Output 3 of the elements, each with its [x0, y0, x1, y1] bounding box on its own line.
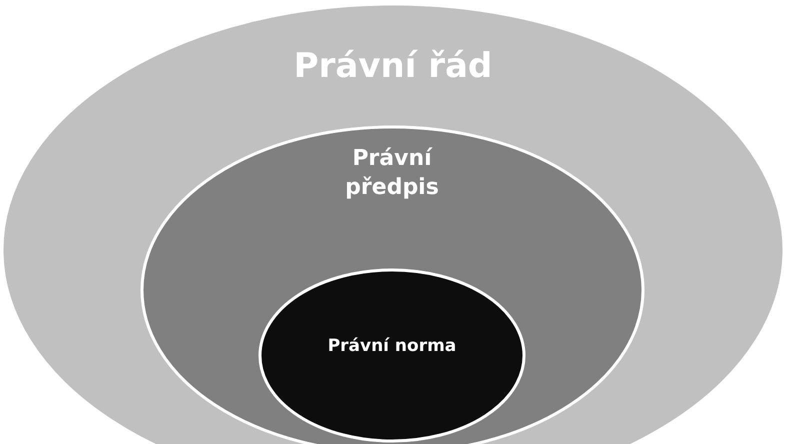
ellipse-label: Právní předpis [344, 145, 440, 202]
ellipse-label: Právní norma [326, 335, 458, 358]
ellipse-label: Právní řád [292, 45, 494, 88]
